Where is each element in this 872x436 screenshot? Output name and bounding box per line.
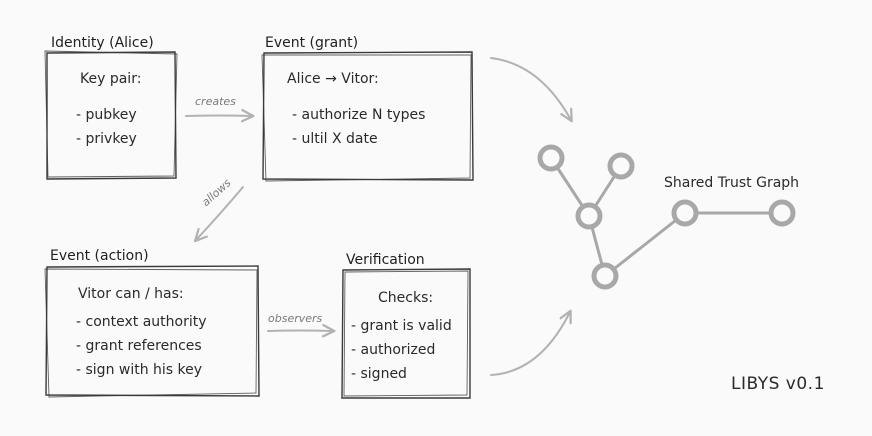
identity-box <box>44 50 178 180</box>
graph-node <box>591 262 619 290</box>
observers-arrow <box>267 323 336 338</box>
verification-title: Verification <box>346 252 425 268</box>
verification-item: - signed <box>351 366 407 382</box>
verification-item: - authorized <box>351 342 436 358</box>
action-title: Event (action) <box>50 248 149 264</box>
creates-label: creates <box>195 95 236 108</box>
verification-heading: Checks: <box>378 290 434 306</box>
action-item: - grant references <box>76 338 202 354</box>
grant-item: - ultil X date <box>292 131 378 147</box>
observers-label: observers <box>268 312 323 325</box>
verification-to-graph-arrow <box>490 309 572 376</box>
action-item: - context authority <box>76 314 207 330</box>
verification-item: - grant is valid <box>351 318 452 334</box>
graph-node <box>607 152 635 180</box>
grant-item: - authorize N types <box>292 107 426 123</box>
creates-arrow <box>185 108 255 123</box>
identity-title: Identity (Alice) <box>51 35 154 51</box>
trust-graph-title: Shared Trust Graph <box>664 175 800 191</box>
graph-node <box>537 144 565 172</box>
verification-box <box>341 268 471 399</box>
grant-box <box>261 51 474 182</box>
graph-node <box>671 199 699 227</box>
action-item: - sign with his key <box>76 362 203 378</box>
graph-node <box>575 202 603 230</box>
grant-to-graph-arrow <box>490 57 573 123</box>
version-label: LIBYS v0.1 <box>731 374 825 394</box>
graph-node <box>768 199 796 227</box>
identity-item: - pubkey <box>76 107 137 123</box>
grant-heading: Alice → Vitor: <box>287 71 379 87</box>
action-heading: Vitor can / has: <box>78 286 184 302</box>
grant-title: Event (grant) <box>265 35 359 51</box>
identity-item: - privkey <box>76 131 137 147</box>
trust-graph <box>537 144 796 290</box>
allows-arrow <box>193 186 244 243</box>
identity-heading: Key pair: <box>80 71 142 87</box>
action-box <box>44 265 260 398</box>
